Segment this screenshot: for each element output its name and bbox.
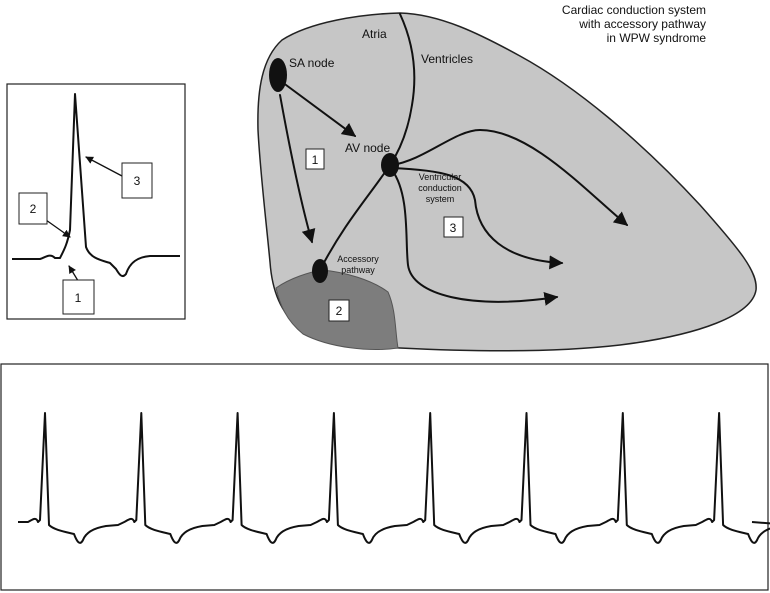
- heart-number-3: 3: [450, 221, 457, 235]
- accessory-pathway-label-2: pathway: [341, 265, 375, 275]
- inset-ecg-trace: [12, 93, 180, 278]
- inset-ecg-panel: 3 2 1: [6, 83, 186, 320]
- arrow-ventricular-lower: [391, 169, 559, 306]
- accessory-pathway-label-1: Accessory: [337, 254, 379, 264]
- av-to-accessory-line: [319, 164, 391, 271]
- sa-node: [269, 58, 287, 92]
- heart-outline: [257, 12, 757, 352]
- av-node: [381, 153, 399, 177]
- ventricular-conduction-label-2: conduction: [418, 183, 462, 193]
- inset-number-1: 1: [75, 291, 82, 305]
- ventricular-conduction-label-3: system: [426, 194, 455, 204]
- inset-number-box-1: [62, 279, 95, 315]
- inset-arrow-2: [45, 219, 71, 238]
- av-node-label: AV node: [345, 141, 390, 155]
- ventricular-conduction-label-1: Ventricular: [419, 172, 462, 182]
- inset-number-2: 2: [30, 202, 37, 216]
- atria-label: Atria: [362, 27, 387, 41]
- inset-number-box-2: [18, 192, 48, 225]
- heart-number-1: 1: [312, 153, 319, 167]
- ventricles-label: Ventricles: [421, 52, 473, 66]
- inset-number-3: 3: [134, 174, 141, 188]
- arrow-ventricular-middle: [391, 167, 564, 270]
- sa-node-label: SA node: [289, 56, 335, 70]
- rhythm-strip-frame: [0, 363, 769, 591]
- rhythm-strip-trace: [18, 412, 770, 544]
- title-line-1: Cardiac conduction system: [562, 3, 706, 17]
- heart-diagram: Atria Ventricles SA node AV node Ventric…: [257, 12, 757, 352]
- heart-number-box-2: [328, 299, 350, 322]
- heart-number-2: 2: [336, 304, 343, 318]
- heart-number-box-3: [443, 216, 464, 238]
- title-line-2: with accessory pathway: [578, 17, 706, 31]
- arrow-ventricular-upper: [391, 129, 629, 226]
- accessory-pathway-node: [312, 259, 328, 283]
- heart-number-box-1: [305, 148, 325, 170]
- inset-number-box-3: [121, 162, 153, 199]
- rhythm-strip-panel: [0, 363, 770, 591]
- arrow-sa-to-accessory: [279, 94, 316, 244]
- diagram-title: Cardiac conduction system with accessory…: [562, 3, 706, 45]
- atria-ventricles-divider: [389, 13, 416, 166]
- title-line-3: in WPW syndrome: [607, 31, 707, 45]
- inset-arrow-3: [85, 156, 123, 177]
- arrow-sa-to-av: [281, 81, 357, 137]
